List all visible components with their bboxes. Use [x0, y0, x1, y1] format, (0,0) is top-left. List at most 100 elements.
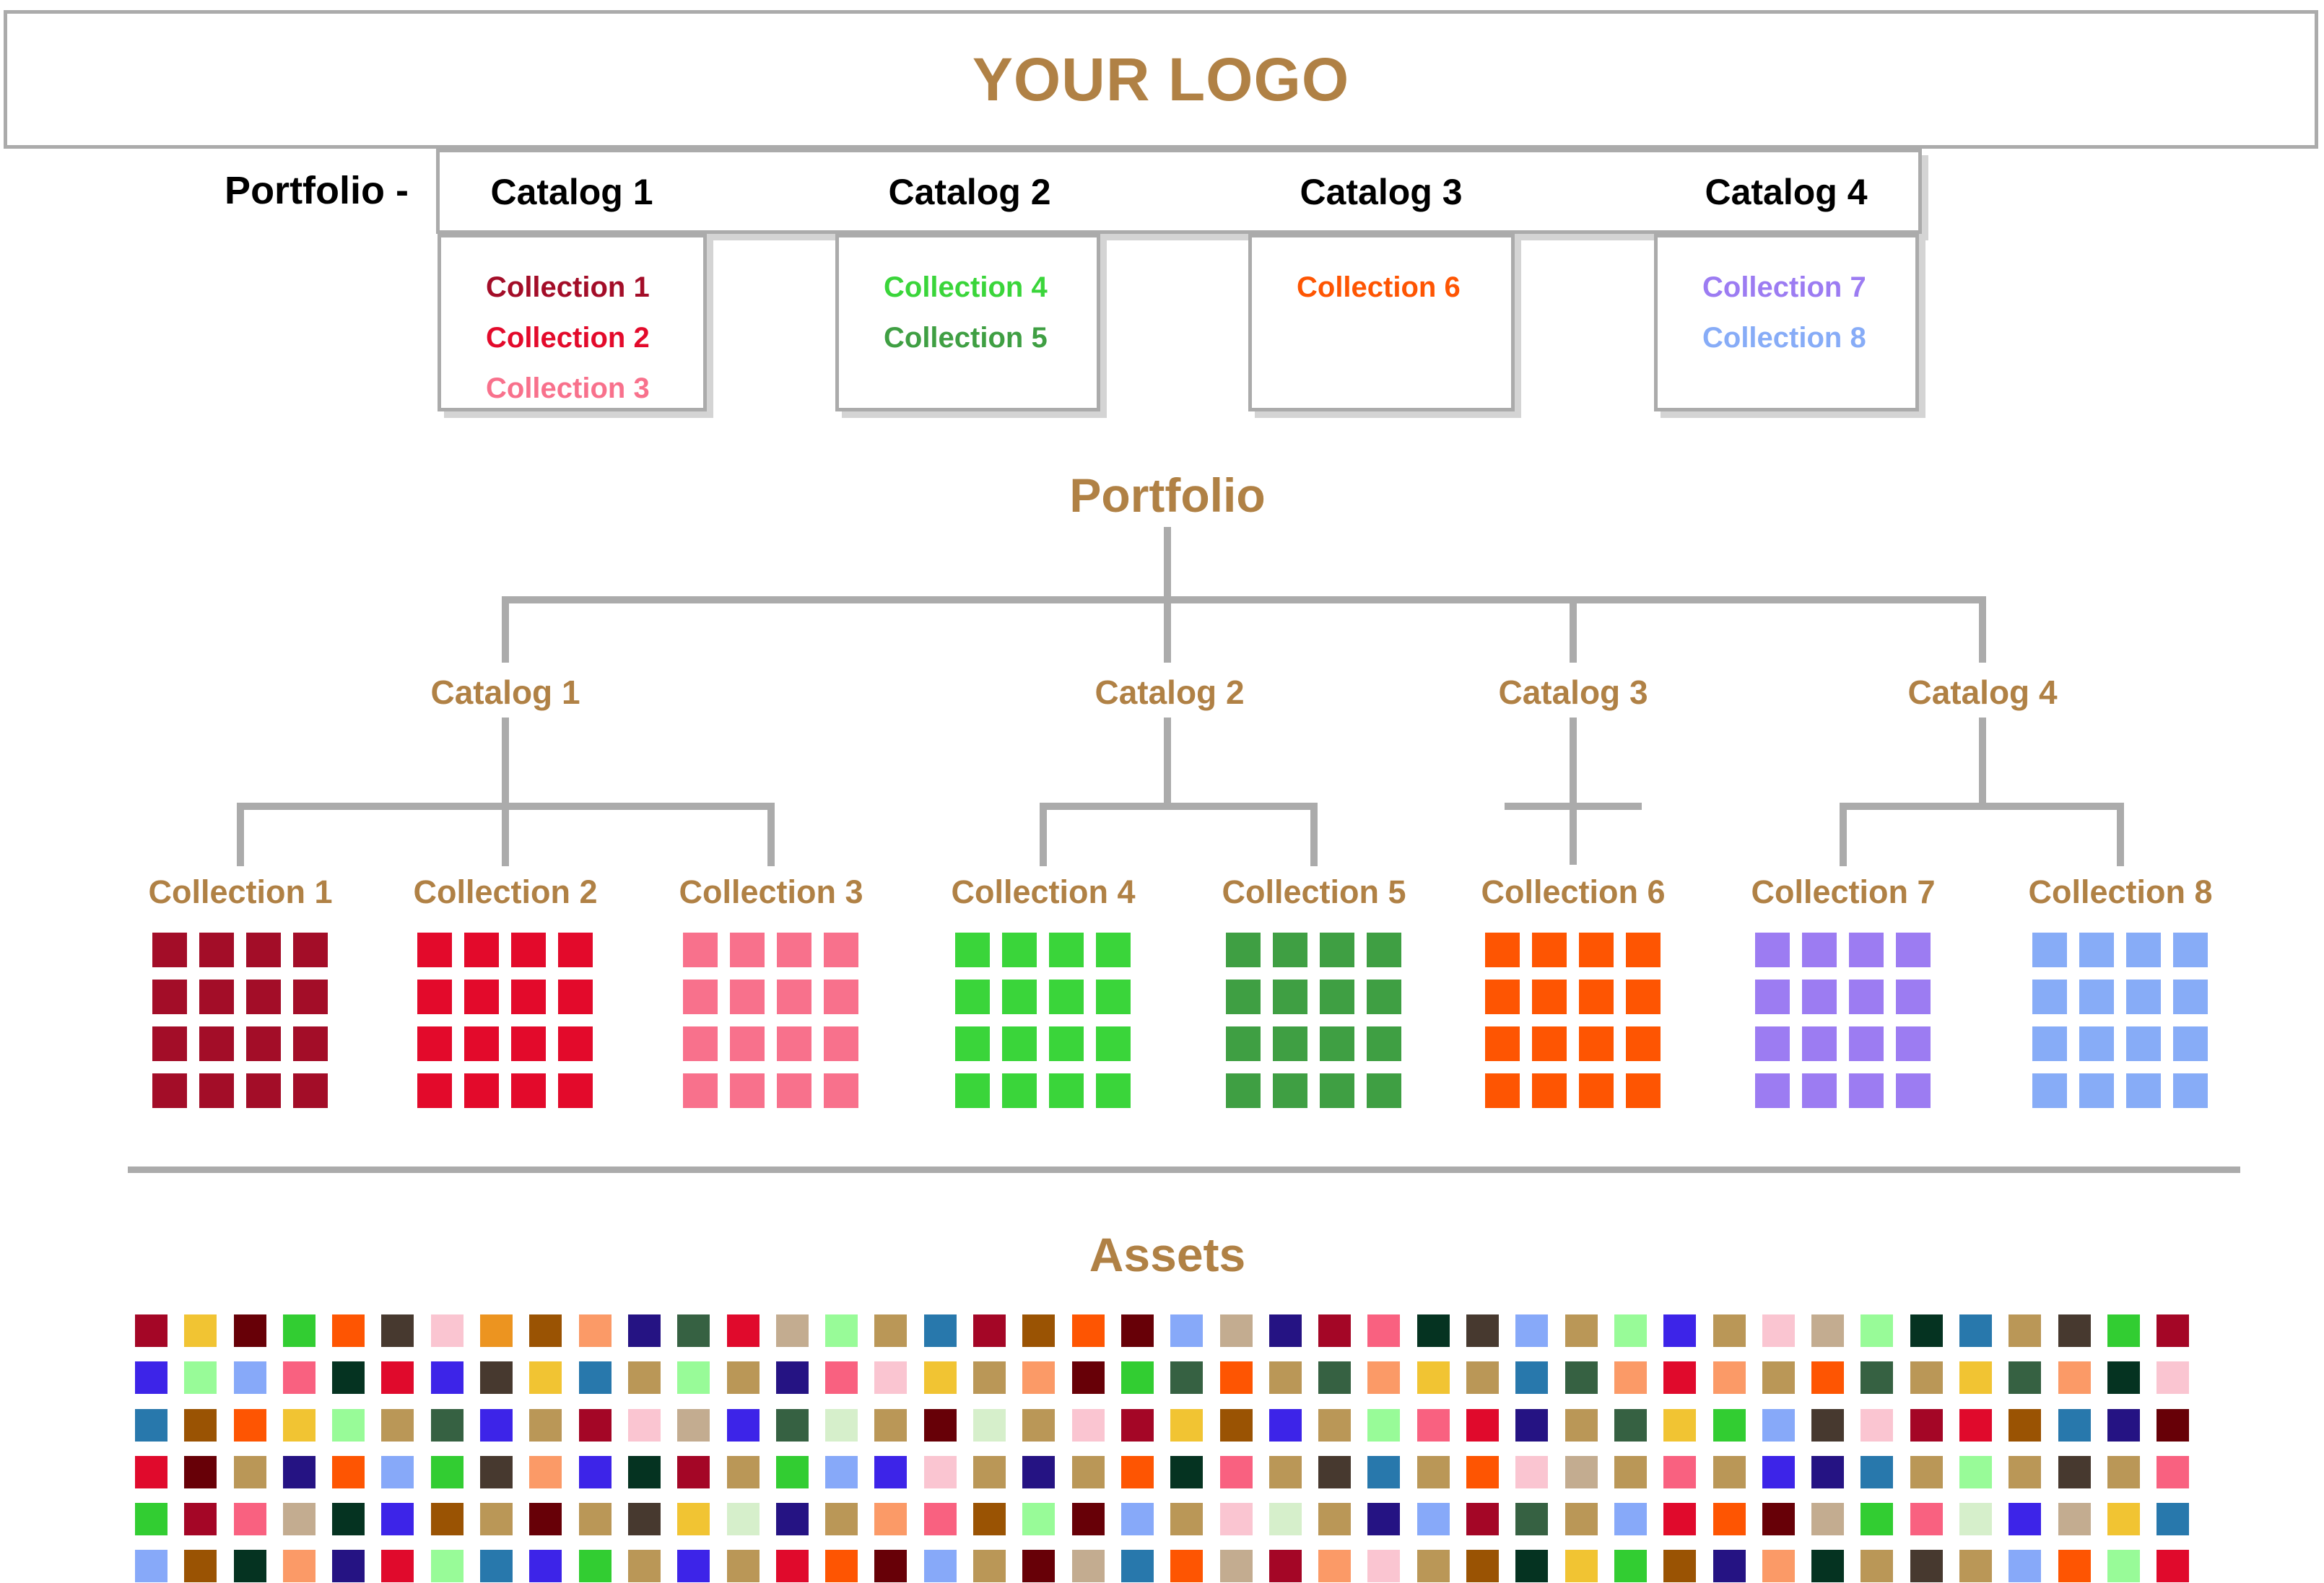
asset-swatch-cell: [1416, 1314, 1450, 1347]
asset-swatch-cell: [825, 1408, 858, 1442]
asset-swatch-cell: [1318, 1408, 1352, 1442]
asset-swatch-cell: [430, 1503, 464, 1536]
asset-swatch-cell: [480, 1455, 513, 1488]
tree-collection-8-label: Collection 8: [2028, 873, 2213, 910]
collection-swatch-cell: [464, 933, 499, 967]
asset-swatch-cell: [1071, 1550, 1105, 1583]
asset-swatch-cell: [184, 1503, 217, 1536]
asset-swatch-cell: [529, 1314, 562, 1347]
collection-swatch-cell: [730, 1073, 765, 1108]
asset-swatch-cell: [1614, 1314, 1647, 1347]
asset-swatch-cell: [1120, 1361, 1154, 1395]
asset-swatch-cell: [1762, 1314, 1795, 1347]
collection-swatch-cell: [2079, 980, 2114, 1014]
collection-swatch-cell: [1579, 1073, 1614, 1108]
collection-swatch-cell: [1096, 980, 1131, 1014]
collection-swatch-cell: [199, 1026, 234, 1061]
asset-swatch-cell: [627, 1408, 661, 1442]
collection-swatch-cell: [246, 980, 281, 1014]
collection-swatch-cell: [558, 1073, 593, 1108]
asset-swatch-cell: [1910, 1314, 1943, 1347]
catalog-1-collections-box: Collection 1 Collection 2 Collection 3: [438, 234, 707, 411]
collection-swatch-cell: [683, 980, 718, 1014]
asset-swatch-cell: [1811, 1314, 1845, 1347]
collection-swatch-cell: [777, 933, 811, 967]
collection-swatch-cell: [683, 1073, 718, 1108]
asset-swatch-cell: [1910, 1408, 1943, 1442]
asset-swatch-cell: [282, 1550, 315, 1583]
collection-swatch-cell: [1849, 1026, 1884, 1061]
tree-catalog-3-label: Catalog 3: [1498, 673, 1648, 711]
collection-swatch-cell: [417, 1026, 452, 1061]
asset-swatch-cell: [2157, 1314, 2190, 1347]
tree-connector-line: [1840, 803, 1847, 866]
asset-swatch-cell: [282, 1314, 315, 1347]
asset-swatch-cell: [1120, 1503, 1154, 1536]
asset-swatch-cell: [1515, 1408, 1549, 1442]
collection-swatch-cell: [1755, 1026, 1790, 1061]
asset-swatch-cell: [1663, 1408, 1697, 1442]
tree-catalog-4-label: Catalog 4: [1907, 673, 2058, 711]
asset-swatch-cell: [430, 1550, 464, 1583]
asset-swatch-cell: [1959, 1455, 1992, 1488]
asset-swatch-cell: [381, 1455, 414, 1488]
asset-swatch-cell: [825, 1361, 858, 1395]
collection-swatch-cell: [2173, 1073, 2208, 1108]
asset-swatch-cell: [1712, 1361, 1746, 1395]
asset-swatch-cell: [529, 1408, 562, 1442]
collection-swatch-cell: [2032, 933, 2067, 967]
asset-swatch-cell: [1367, 1550, 1401, 1583]
asset-swatch-cell: [2058, 1314, 2091, 1347]
asset-swatch-cell: [1811, 1503, 1845, 1536]
collection-list-item: Collection 6: [1297, 271, 1461, 303]
collection-swatch-cell: [1802, 933, 1837, 967]
asset-swatch-cell: [2107, 1361, 2140, 1395]
asset-swatch-cell: [1170, 1314, 1204, 1347]
collection-swatch-cell: [1273, 1026, 1307, 1061]
tree-collection-7-label: Collection 7: [1751, 873, 1936, 910]
asset-swatch-cell: [2107, 1550, 2140, 1583]
collection-swatch-cell: [2173, 980, 2208, 1014]
asset-swatch-cell: [1663, 1361, 1697, 1395]
asset-swatch-cell: [1466, 1455, 1500, 1488]
asset-swatch-cell: [332, 1455, 365, 1488]
asset-swatch-cell: [529, 1455, 562, 1488]
asset-swatch-cell: [233, 1314, 266, 1347]
asset-swatch-cell: [1614, 1408, 1647, 1442]
asset-swatch-cell: [1614, 1550, 1647, 1583]
asset-swatch-cell: [184, 1455, 217, 1488]
asset-swatch-cell: [135, 1455, 167, 1488]
asset-swatch-cell: [332, 1408, 365, 1442]
collection-swatch-cell: [1273, 933, 1307, 967]
asset-swatch-cell: [381, 1503, 414, 1536]
asset-swatch-cell: [874, 1503, 908, 1536]
asset-swatch-cell: [1071, 1361, 1105, 1395]
collection-list-item: Collection 7: [1702, 271, 1866, 303]
asset-swatch-cell: [2157, 1550, 2190, 1583]
asset-swatch-cell: [1762, 1408, 1795, 1442]
asset-swatch-cell: [1022, 1408, 1056, 1442]
collection-swatch-cell: [1626, 1026, 1661, 1061]
collection-swatch-cell: [1367, 933, 1401, 967]
asset-swatch-cell: [1219, 1408, 1253, 1442]
asset-swatch-cell: [2009, 1550, 2042, 1583]
asset-swatch-cell: [430, 1408, 464, 1442]
asset-swatch-cell: [973, 1550, 1006, 1583]
collection-swatch-cell: [246, 933, 281, 967]
top-catalog-4-label: Catalog 4: [1705, 172, 1868, 212]
collection-swatch-cell: [1802, 980, 1837, 1014]
asset-swatch-cell: [381, 1361, 414, 1395]
asset-swatch-cell: [1564, 1408, 1598, 1442]
asset-swatch-cell: [726, 1455, 760, 1488]
collection-swatch-cell: [1320, 980, 1354, 1014]
asset-swatch-cell: [1219, 1361, 1253, 1395]
asset-swatch-cell: [282, 1361, 315, 1395]
asset-swatch-cell: [1663, 1455, 1697, 1488]
collection-swatch-cell: [1367, 980, 1401, 1014]
asset-swatch-cell: [923, 1408, 957, 1442]
collection-5-swatch-grid: [1226, 933, 1401, 1108]
tree-connector-line: [237, 803, 244, 866]
collection-swatch-cell: [1096, 1073, 1131, 1108]
asset-swatch-cell: [1811, 1455, 1845, 1488]
